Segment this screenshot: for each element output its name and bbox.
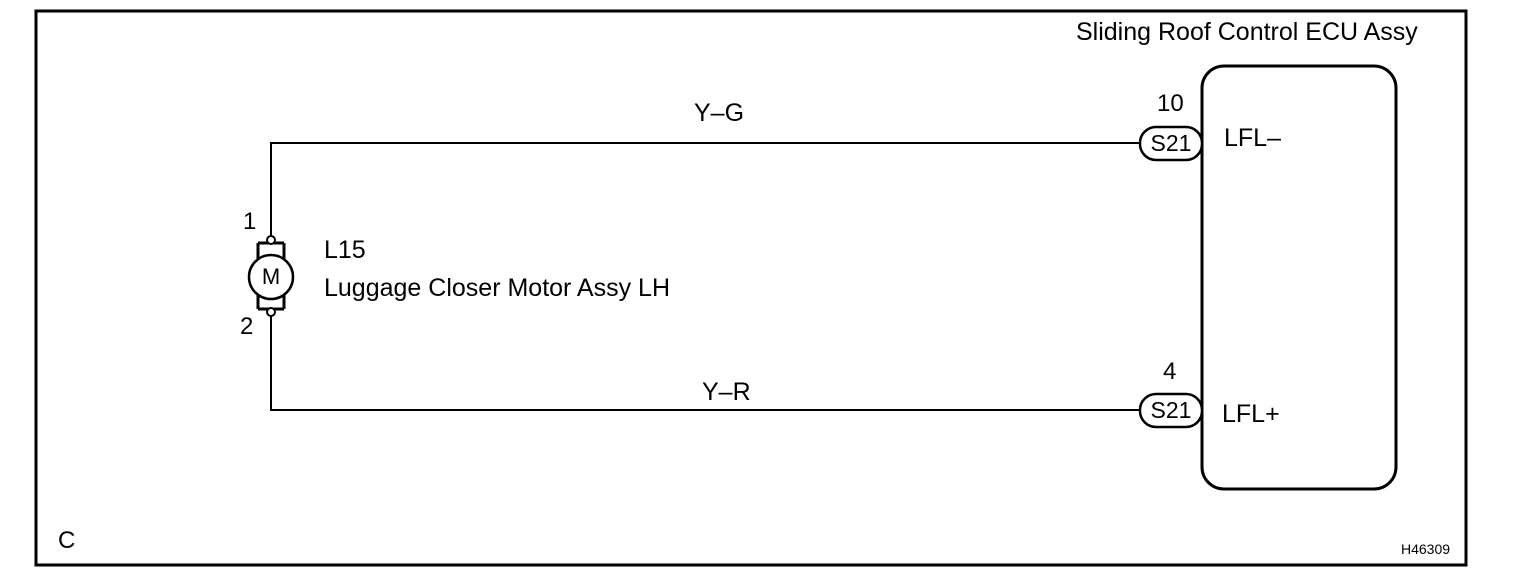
motor-symbol: [247, 235, 295, 317]
signal-label-top: LFL–: [1224, 124, 1281, 152]
motor-symbol-letter: M: [261, 264, 281, 289]
wire-color-y-r: Y–R: [702, 378, 751, 406]
ecu-title: Sliding Roof Control ECU Assy: [1076, 18, 1418, 46]
motor-code: L15: [324, 236, 366, 264]
motor-name: Luggage Closer Motor Assy LH: [324, 274, 671, 302]
ecu-box: [1200, 64, 1398, 491]
wire-y-g: [270, 142, 1140, 236]
connector-s21-bottom: [1138, 392, 1204, 429]
diagram-frame: [34, 9, 1468, 567]
connector-label-bottom: S21: [1150, 397, 1192, 423]
pin-number-bottom: 4: [1163, 358, 1177, 385]
connector-s21-top: [1138, 125, 1204, 162]
pin-number-top: 10: [1157, 90, 1184, 117]
motor-terminal-1: 1: [243, 208, 257, 235]
figure-id: H46309: [1401, 541, 1451, 557]
wire-y-r: [270, 316, 1140, 411]
corner-label: C: [58, 527, 76, 554]
signal-label-bottom: LFL+: [1222, 400, 1280, 428]
motor-terminal-2: 2: [240, 313, 254, 340]
wire-color-y-g: Y–G: [694, 99, 745, 127]
connector-label-top: S21: [1150, 130, 1192, 156]
